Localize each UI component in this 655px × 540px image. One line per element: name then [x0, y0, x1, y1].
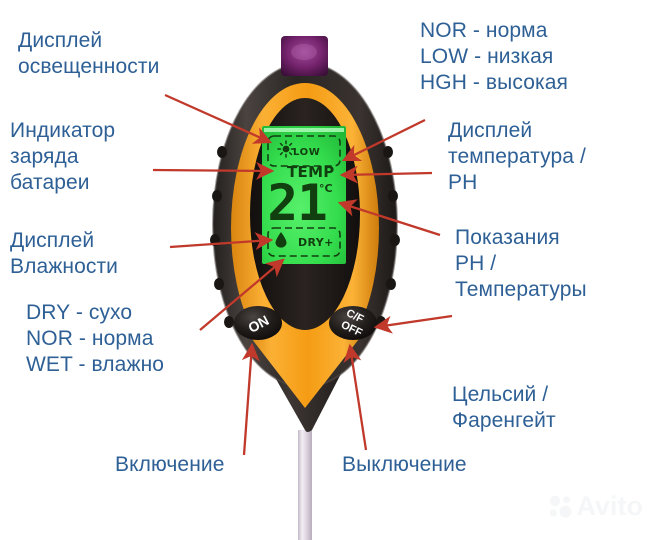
label-celsius-fahrenheit: Цельсий / Фаренгейт [452, 383, 556, 432]
lcd-mode-label: TEMP [287, 163, 335, 181]
device-face-wedge [245, 330, 366, 408]
label-light-legend: NOR - норма LOW - низкая HGH - высокая [420, 19, 568, 94]
arrow-ph-temp-readings [337, 199, 441, 237]
device-outer-shell [213, 63, 397, 387]
lcd-unit: °C [319, 182, 333, 195]
cf-off-button[interactable] [329, 306, 377, 340]
arrow-humidity-display [169, 232, 274, 251]
lcd-bezel [250, 98, 360, 330]
label-humidity-display: Дисплей Влажности [10, 229, 119, 278]
arrow-battery-indicator [152, 161, 275, 180]
grip-bumps [210, 146, 400, 328]
arrow-temp-ph-display [339, 165, 433, 184]
light-sensor-window [281, 36, 328, 76]
lcd-readout: LOW TEMP 21 °C DRY+ [262, 126, 346, 264]
label-power-on: Включение [115, 453, 225, 476]
sun-icon [277, 140, 295, 158]
label-humidity-legend: DRY - сухо NOR - норма WET - влажно [26, 301, 165, 376]
water-drop-icon [275, 232, 287, 248]
on-button[interactable] [234, 306, 282, 340]
avito-watermark-text: Avito [576, 491, 644, 521]
label-temp-ph-display: Дисплей температура / PH [448, 119, 586, 194]
avito-watermark: Avito [548, 491, 644, 522]
arrow-power-on [241, 342, 260, 456]
label-power-off: Выключение [342, 453, 467, 476]
avito-logo-icon [549, 495, 572, 518]
label-battery-indicator: Индикатор заряда батареи [10, 119, 116, 194]
arrow-light-display [164, 93, 273, 144]
lcd-moisture-level: DRY+ [298, 236, 334, 249]
arrow-light-legend [341, 118, 426, 162]
soil-probe [298, 430, 312, 540]
label-light-display: Дисплей освещенности [18, 29, 160, 78]
lcd-light-frame [267, 135, 341, 167]
lcd-light-level: LOW [293, 147, 321, 158]
label-ph-temp-readings: Показания PH / Температуры [455, 226, 587, 301]
lcd-value: 21 [267, 174, 327, 232]
lcd-screen [262, 126, 346, 264]
arrow-celsius-fahrenheit [373, 314, 453, 334]
arrow-power-off [343, 343, 368, 451]
lcd-moisture-frame [267, 227, 341, 257]
